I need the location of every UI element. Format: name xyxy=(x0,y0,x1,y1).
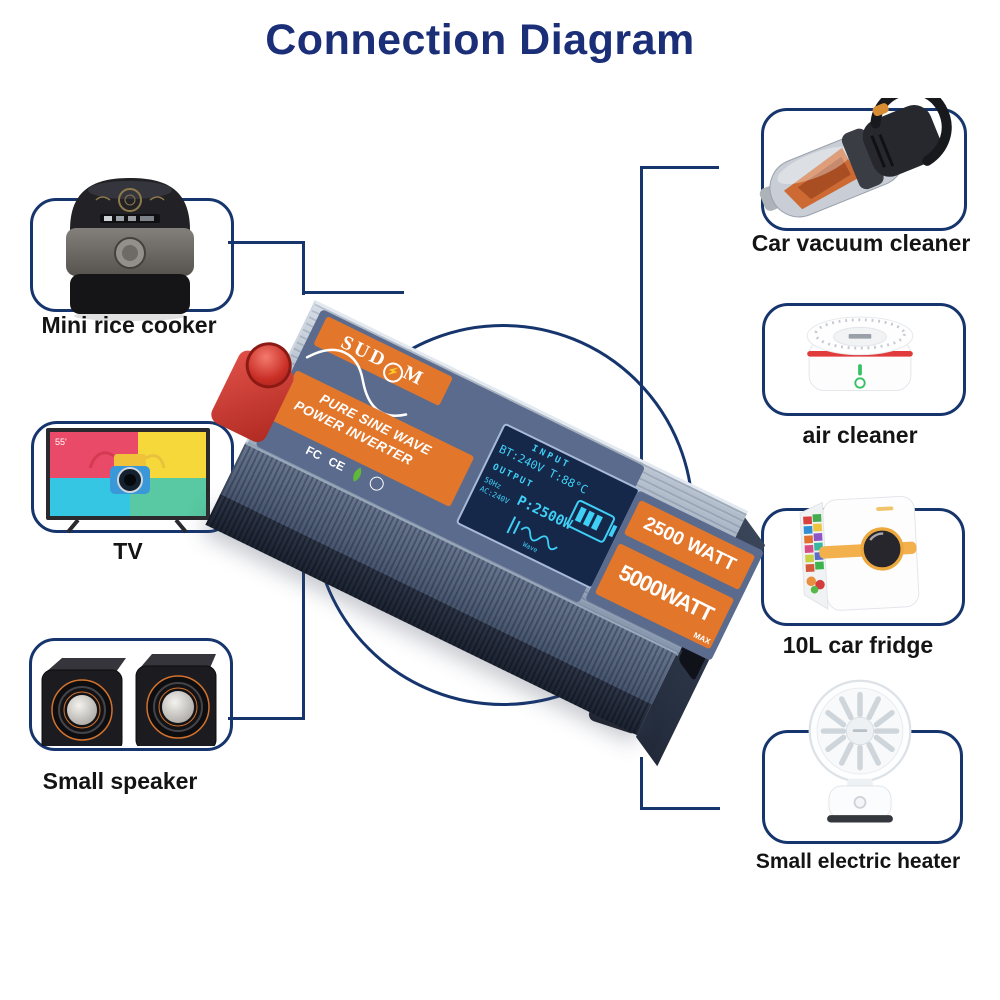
tv-size-badge: 55' xyxy=(55,437,67,447)
inverter-top-face: SUD⚡M PURE SINE WAVE POWER INVERTER FC C… xyxy=(244,300,765,662)
air-cleaner-label: air cleaner xyxy=(802,422,918,448)
air-cleaner-box xyxy=(762,303,966,416)
inverter-label-panel: SUD⚡M PURE SINE WAVE POWER INVERTER FC C… xyxy=(255,308,646,604)
connector-speaker-v xyxy=(302,556,305,720)
tv-image: 55' xyxy=(46,428,210,534)
rice-cooker-image xyxy=(66,178,194,321)
fcc-mark: FC xyxy=(303,443,325,463)
connector-right-trunk-top xyxy=(640,166,643,464)
speaker-label: Small speaker xyxy=(42,768,198,794)
terminal-cap xyxy=(237,334,300,397)
heater-image xyxy=(808,679,912,823)
connector-speaker-h xyxy=(228,717,305,720)
vacuum-label: Car vacuum cleaner xyxy=(751,230,971,256)
page-title: Connection Diagram xyxy=(265,16,695,64)
ce-mark: CE xyxy=(326,454,348,475)
sine-wave-icon xyxy=(506,516,558,551)
leaf-icon xyxy=(350,467,365,482)
connector-vacuum-h xyxy=(640,166,719,169)
vacuum-image xyxy=(759,98,952,218)
connector-right-trunk-bottom xyxy=(640,757,643,810)
rice-cooker-label: Mini rice cooker xyxy=(41,312,217,338)
heater-label: Small electric heater xyxy=(755,850,961,873)
connector-rice-cooker-h1 xyxy=(228,241,305,244)
fridge-label: 10L car fridge xyxy=(782,632,934,658)
tv-label: TV xyxy=(113,538,143,564)
rohs-icon xyxy=(367,474,386,493)
vacuum-box xyxy=(761,108,967,231)
power-inverter: SUD⚡M PURE SINE WAVE POWER INVERTER FC C… xyxy=(205,300,766,767)
connector-heater-h xyxy=(640,807,720,810)
air-cleaner-image xyxy=(806,316,914,392)
fridge-image xyxy=(799,495,920,611)
speaker-image xyxy=(41,654,217,746)
connector-rice-cooker-v xyxy=(302,241,305,295)
lcd-display: INPUT BT:240V T:88°C OUTPUT 50Hz AC:240V… xyxy=(455,422,642,590)
speaker-box xyxy=(29,638,233,751)
connector-rice-cooker-h2 xyxy=(302,291,404,294)
